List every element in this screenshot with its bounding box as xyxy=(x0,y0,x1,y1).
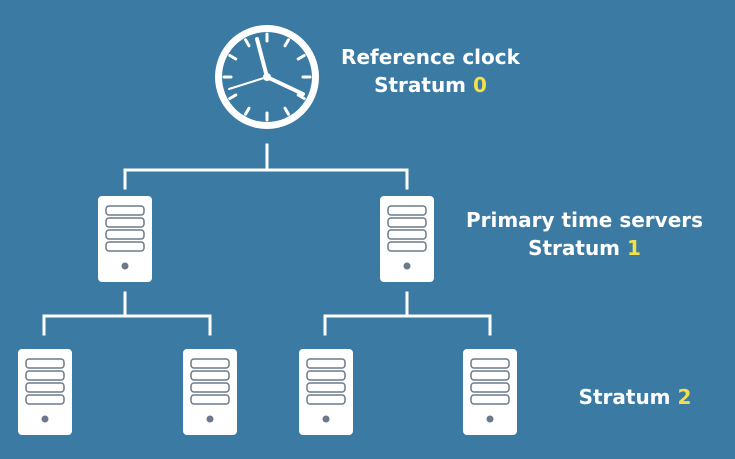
primary-servers-label: Primary time servers Stratum 1 xyxy=(452,206,717,262)
stratum-2-label: Stratum 2 xyxy=(565,383,705,411)
clock-icon xyxy=(215,25,319,129)
clock-hour-hand xyxy=(255,37,269,79)
stratum-word: Stratum xyxy=(528,236,621,260)
reference-clock-title: Reference clock xyxy=(341,45,520,69)
stratum-word: Stratum xyxy=(578,385,671,409)
server-icon xyxy=(299,349,353,435)
primary-stratum-line: Stratum 1 xyxy=(452,234,717,262)
reference-stratum-line: Stratum 0 xyxy=(328,71,533,99)
server-icon xyxy=(380,196,434,282)
stratum-number: 1 xyxy=(627,236,641,260)
connectors xyxy=(42,143,492,336)
server-icon xyxy=(183,349,237,435)
stratum-number: 0 xyxy=(473,73,487,97)
primary-servers-title: Primary time servers xyxy=(465,208,704,232)
stratum-number: 2 xyxy=(677,385,692,409)
reference-clock-label: Reference clock Stratum 0 xyxy=(328,43,533,99)
clock-minute-hand xyxy=(265,75,305,96)
stratum-word: Stratum xyxy=(374,73,467,97)
server-icon xyxy=(98,196,152,282)
server-icon xyxy=(463,349,517,435)
clock-second-hand xyxy=(228,76,268,90)
server-icon xyxy=(18,349,72,435)
